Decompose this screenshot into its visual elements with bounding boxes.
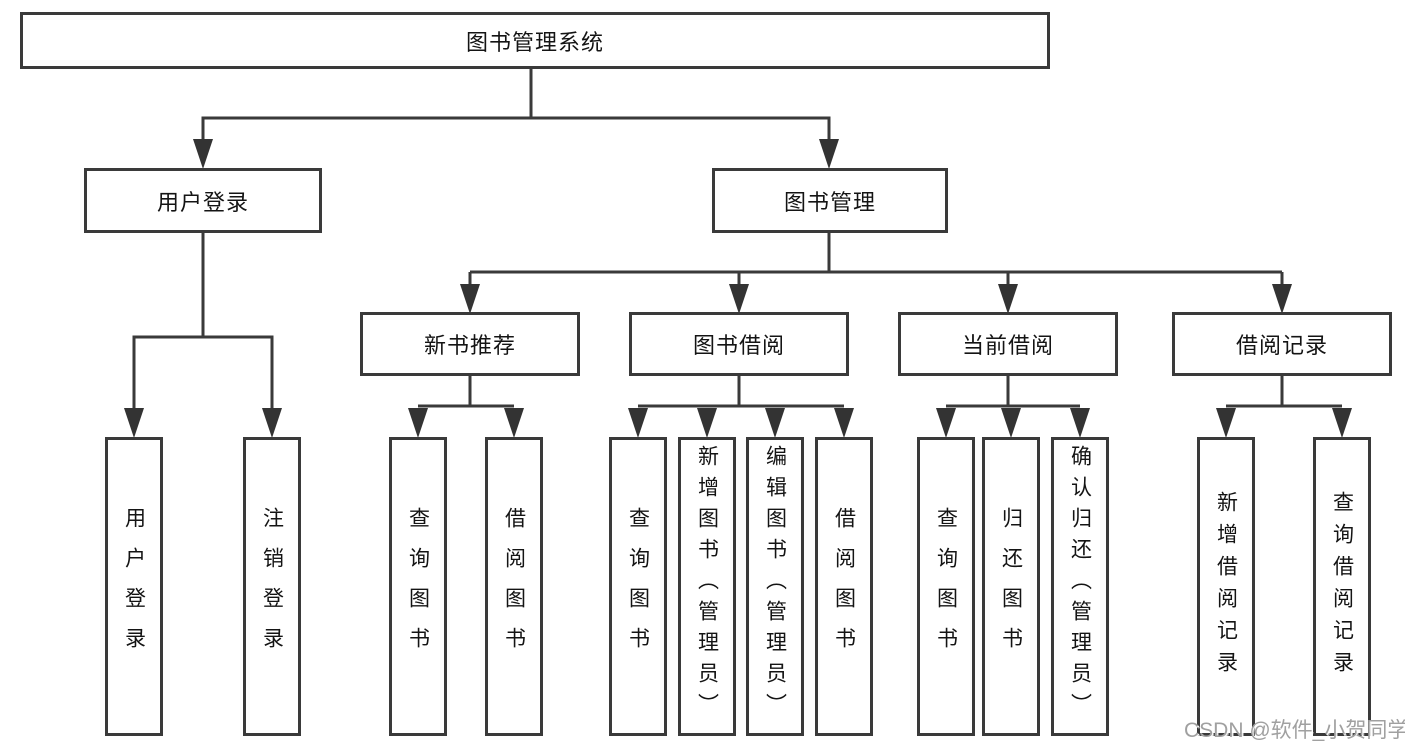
leaf-borrow-books-1-label: 借阅图书: [502, 506, 526, 667]
node-book-management: 图书管理: [712, 168, 948, 233]
leaf-query-borrow-record-label: 查询借阅记录: [1330, 490, 1354, 683]
node-root-label: 图书管理系统: [465, 29, 604, 55]
node-book-management-label: 图书管理: [783, 189, 876, 215]
node-root: 图书管理系统: [20, 12, 1050, 69]
leaf-user-login-label: 用户登录: [122, 506, 146, 667]
node-new-book-recommend-label: 新书推荐: [423, 333, 516, 358]
leaf-query-books-1: 查询图书: [389, 437, 447, 736]
leaf-query-books-3-label: 查询图书: [934, 506, 958, 667]
leaf-return-books: 归还图书: [982, 437, 1040, 736]
leaf-edit-book-admin: 编辑图书（管理员）: [746, 437, 804, 736]
leaf-query-books-1-label: 查询图书: [406, 506, 430, 667]
leaf-confirm-return-admin: 确认归还（管理员）: [1051, 437, 1109, 736]
leaf-borrow-books-1: 借阅图书: [485, 437, 543, 736]
leaf-add-borrow-record: 新增借阅记录: [1197, 437, 1255, 736]
arrowheads: [124, 139, 1352, 438]
node-current-borrow-label: 当前借阅: [961, 333, 1054, 358]
node-book-borrow-label: 图书借阅: [692, 333, 785, 358]
leaf-add-book-admin: 新增图书（管理员）: [678, 437, 736, 736]
leaf-edit-book-admin-label: 编辑图书（管理员）: [763, 445, 787, 724]
node-borrow-records-label: 借阅记录: [1235, 333, 1328, 358]
csdn-watermark: CSDN @软件_小贺同学: [1184, 719, 1405, 742]
leaf-add-book-admin-label: 新增图书（管理员）: [695, 445, 719, 724]
leaf-add-borrow-record-label: 新增借阅记录: [1214, 490, 1238, 683]
leaf-user-login: 用户登录: [105, 437, 163, 736]
node-user-login-label: 用户登录: [156, 189, 249, 215]
node-borrow-records: 借阅记录: [1172, 312, 1392, 376]
leaf-logout-label: 注销登录: [260, 506, 284, 667]
leaf-logout: 注销登录: [243, 437, 301, 736]
node-current-borrow: 当前借阅: [898, 312, 1118, 376]
node-user-login: 用户登录: [84, 168, 322, 233]
leaf-borrow-books-2-label: 借阅图书: [832, 506, 856, 667]
leaf-borrow-books-2: 借阅图书: [815, 437, 873, 736]
leaf-return-books-label: 归还图书: [999, 506, 1023, 667]
node-book-borrow: 图书借阅: [629, 312, 849, 376]
leaf-query-books-3: 查询图书: [917, 437, 975, 736]
leaf-query-borrow-record: 查询借阅记录: [1313, 437, 1371, 736]
leaf-query-books-2-label: 查询图书: [626, 506, 650, 667]
leaf-query-books-2: 查询图书: [609, 437, 667, 736]
leaf-confirm-return-admin-label: 确认归还（管理员）: [1068, 445, 1092, 724]
tree-connectors: [132, 68, 1342, 412]
node-new-book-recommend: 新书推荐: [360, 312, 580, 376]
